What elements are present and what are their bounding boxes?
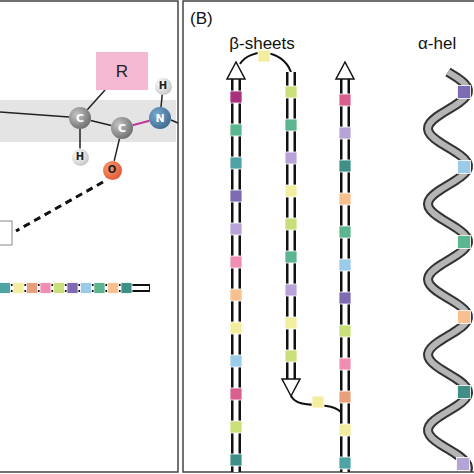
residue-square bbox=[339, 127, 351, 139]
helix-ribbon bbox=[428, 72, 468, 471]
hydrogen-atom: H bbox=[72, 149, 89, 166]
residue-square bbox=[339, 226, 351, 238]
residue-square bbox=[230, 223, 242, 235]
strand-arrowhead bbox=[227, 62, 245, 79]
residue-square bbox=[285, 185, 297, 197]
bond-line bbox=[91, 121, 112, 126]
residue-square bbox=[230, 190, 242, 202]
residue-square bbox=[230, 388, 242, 400]
residue-square bbox=[339, 325, 351, 337]
residue-square bbox=[285, 119, 297, 131]
helix-ribbon bbox=[428, 72, 468, 471]
residue-square bbox=[339, 424, 351, 436]
residue-square bbox=[285, 218, 297, 230]
residue-square bbox=[457, 386, 470, 399]
residue-square bbox=[285, 317, 297, 329]
residue-square bbox=[230, 124, 242, 136]
dashed-pointer bbox=[16, 182, 103, 231]
side-chain-box: R bbox=[96, 52, 148, 90]
residue-square bbox=[13, 283, 24, 294]
residue-square bbox=[108, 283, 119, 294]
residue-square bbox=[230, 289, 242, 301]
carbon-atom: C bbox=[111, 117, 133, 139]
residue-square bbox=[0, 283, 11, 294]
residue-square bbox=[40, 283, 51, 294]
residue-square bbox=[339, 259, 351, 271]
residue-square bbox=[27, 283, 38, 294]
carbon-atom: C bbox=[69, 107, 91, 129]
strand-arrowhead bbox=[336, 62, 354, 79]
residue-square bbox=[54, 283, 65, 294]
residue-square bbox=[285, 152, 297, 164]
residue-square bbox=[339, 457, 351, 469]
atom-label: H bbox=[76, 152, 84, 162]
residue-square bbox=[285, 284, 297, 296]
residue-square bbox=[285, 251, 297, 263]
hydrogen-atom: H bbox=[155, 78, 172, 95]
residue-square bbox=[81, 283, 92, 294]
residue-square bbox=[230, 355, 242, 367]
residue-square bbox=[312, 396, 324, 408]
residue-square bbox=[67, 283, 78, 294]
atom-label: H bbox=[159, 81, 167, 91]
residue-square bbox=[457, 311, 470, 324]
atom-label: C bbox=[118, 123, 126, 134]
residue-square bbox=[230, 91, 242, 103]
strand-body bbox=[340, 78, 350, 472]
bond-line bbox=[114, 139, 119, 161]
loop bbox=[291, 396, 343, 414]
residue-square bbox=[457, 86, 470, 99]
bond-line bbox=[161, 95, 162, 108]
residue-square bbox=[457, 161, 470, 174]
residue-square bbox=[339, 193, 351, 205]
residue-square bbox=[285, 86, 297, 98]
atom-label: C bbox=[76, 113, 84, 124]
nitrogen-atom: N bbox=[149, 107, 171, 129]
residue-square bbox=[457, 236, 470, 249]
structure-title: β-sheets bbox=[229, 34, 295, 54]
bond-line bbox=[87, 90, 105, 110]
backbone-bond bbox=[171, 120, 178, 123]
atom-label: R bbox=[116, 63, 128, 80]
residue-square bbox=[230, 454, 242, 466]
strand-body bbox=[231, 78, 241, 472]
residue-square bbox=[339, 292, 351, 304]
atom-label: N bbox=[155, 113, 164, 124]
residue-square bbox=[456, 458, 469, 471]
inset-box bbox=[0, 221, 12, 245]
strand-body bbox=[286, 72, 296, 380]
backbone-bond bbox=[0, 112, 69, 117]
strand-body bbox=[234, 78, 239, 472]
bond-line bbox=[79, 129, 81, 149]
bond-line bbox=[133, 121, 150, 125]
peptide-plane bbox=[0, 100, 176, 142]
residue-square bbox=[339, 358, 351, 370]
oxygen-atom: O bbox=[103, 161, 122, 180]
residue-square bbox=[94, 283, 105, 294]
residue-square bbox=[230, 256, 242, 268]
residue-square bbox=[285, 350, 297, 362]
residue-square bbox=[230, 157, 242, 169]
atom-label: O bbox=[108, 165, 117, 175]
structure-title: α-hel bbox=[418, 34, 456, 54]
residue-square bbox=[339, 391, 351, 403]
panel-frame bbox=[183, 1, 474, 472]
panel-letter: (B) bbox=[190, 9, 213, 29]
panel-frame bbox=[0, 1, 178, 472]
strand-arrowhead bbox=[282, 379, 300, 396]
residue-square bbox=[230, 322, 242, 334]
residue-square bbox=[121, 283, 132, 294]
residue-square bbox=[230, 421, 242, 433]
residue-square bbox=[339, 94, 351, 106]
residue-square bbox=[339, 160, 351, 172]
